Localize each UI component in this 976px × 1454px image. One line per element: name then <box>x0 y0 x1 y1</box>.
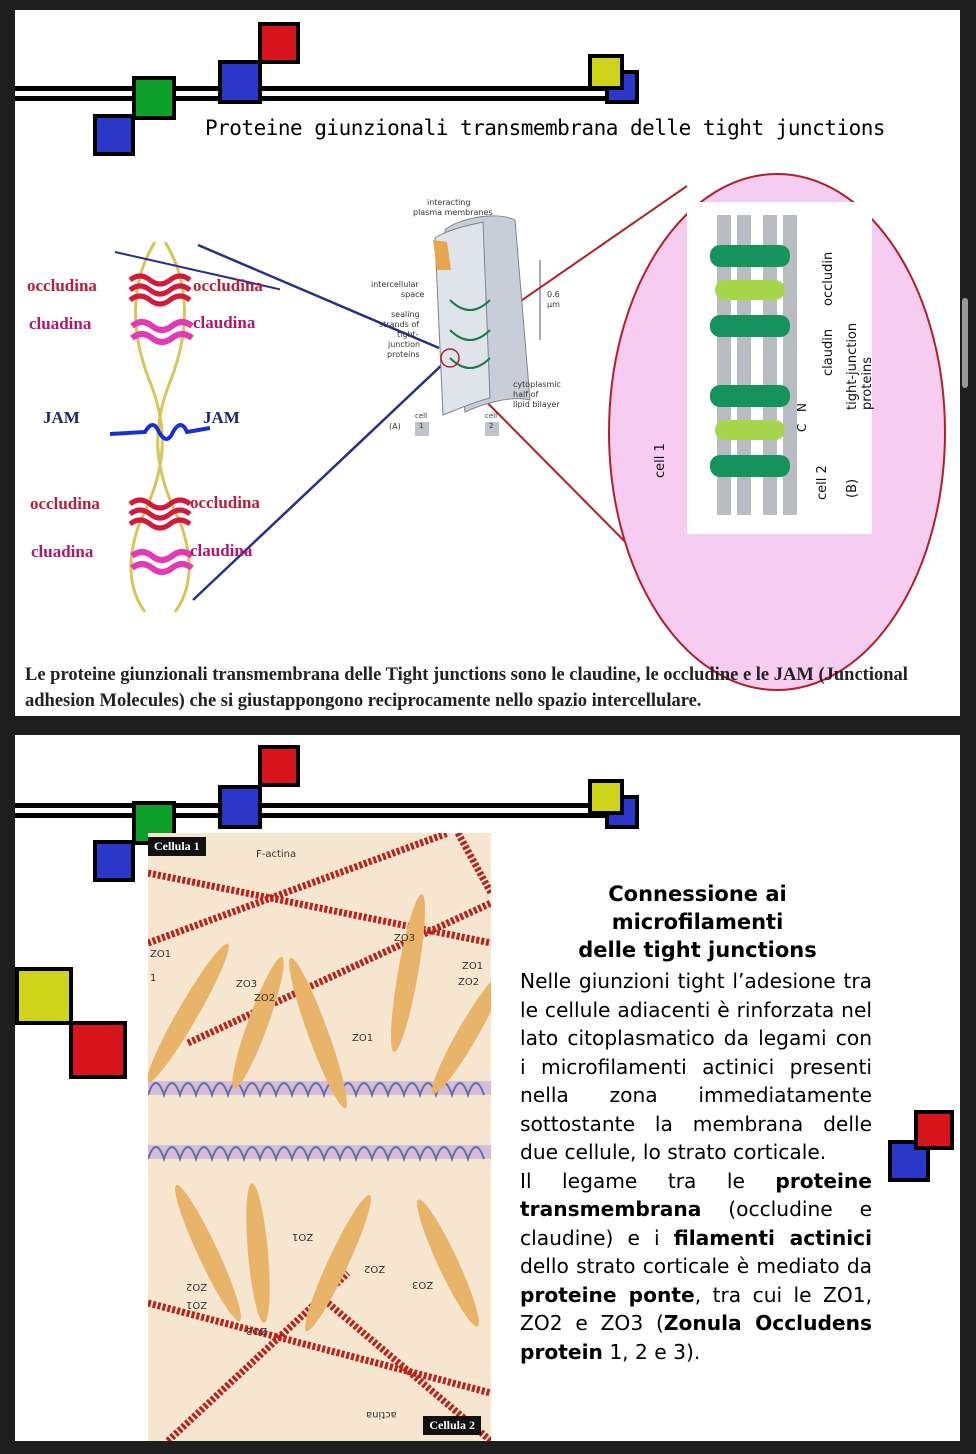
label-proteins: proteins <box>387 350 420 359</box>
left-label-occludina: occludina <box>27 276 97 295</box>
label-zo3: ZO3 <box>394 933 416 944</box>
label-half-of: half of <box>513 390 539 399</box>
header-rail-bottom <box>15 813 615 818</box>
slide-title: Connessione ai microfilamenti delle tigh… <box>520 880 875 964</box>
left-label-jam: JAM <box>43 408 80 427</box>
title-line-1: Connessione ai microfilamenti <box>608 882 787 934</box>
right-label-occludina: occludina <box>193 276 263 295</box>
blue-square <box>218 785 262 829</box>
label-tight: tight- <box>397 330 419 339</box>
text-run: (occludine e claudine) e i <box>520 1197 872 1250</box>
paragraph-2: Il legame tra le proteine transmembrana … <box>520 1167 872 1367</box>
label-f-actina: F-actina <box>256 849 297 860</box>
blue-square <box>93 840 135 882</box>
label-zo2: ZO2 <box>254 993 276 1004</box>
paragraph-1: Nelle giunzioni tight l’adesione tra le … <box>520 969 872 1164</box>
label-zo1-flipped: ZO1 <box>186 1299 208 1310</box>
label-cell-1-b: cell 1 <box>653 443 668 478</box>
right-label-claudina: claudina <box>193 313 256 332</box>
label-cellula-1: Cellula 1 <box>148 837 206 856</box>
label-zo2-flipped: ZO2 <box>364 1263 386 1274</box>
label-cellula-2: Cellula 2 <box>423 1416 481 1435</box>
bold-run: filamenti actinici <box>673 1225 873 1250</box>
label-intercellular: intercellular <box>371 280 419 289</box>
label-strands-of: strands of <box>379 320 420 329</box>
text-run: 1, 2 e 3). <box>602 1339 701 1364</box>
red-square <box>69 1021 127 1079</box>
tight-junction-illustration: Cellula 1 Cellula 2 F-actina actina ZO1 … <box>148 833 491 1441</box>
label-zo1: ZO1 <box>462 961 484 972</box>
junction-schematic <box>110 242 280 612</box>
label-junction: junction <box>388 340 421 349</box>
slide-tight-junction-proteins: Proteine giunzionali transmembrana delle… <box>15 10 960 716</box>
bold-run: Zonula Occludens protein <box>520 1311 872 1364</box>
label-zo3-flipped: ZO3 <box>246 1325 268 1336</box>
slide-caption: Le proteine giunzionali transmembrana de… <box>25 665 908 711</box>
left-label-claudina: cluadina <box>31 542 94 561</box>
label-zo3: ZO3 <box>236 979 258 990</box>
bold-run: proteine transmembrana <box>520 1168 872 1222</box>
red-square <box>258 745 300 787</box>
actin-filaments <box>148 833 491 1441</box>
scrollbar-thumb[interactable] <box>962 298 968 388</box>
label-zo1: ZO1 <box>352 1033 374 1044</box>
label-cell2-a: cell <box>485 412 498 420</box>
slide-title: Proteine giunzionali transmembrana delle… <box>205 116 886 140</box>
text-run: , tra cui le ZO1, ZO2 e ZO3 ( <box>520 1282 872 1336</box>
label-cell-2-b: cell 2 <box>815 465 830 500</box>
red-square <box>914 1110 954 1150</box>
left-label-claudina: cluadina <box>29 314 92 333</box>
label-zo2-flipped: ZO2 <box>186 1281 208 1292</box>
label-zo1: ZO1 <box>150 949 172 960</box>
slide-microfilament-connection: Cellula 1 Cellula 2 F-actina actina ZO1 … <box>15 735 960 1441</box>
magnified-circle <box>608 173 946 691</box>
label-cell2-b: 2 <box>489 422 494 430</box>
text-run: Il legame tra le <box>520 1168 776 1193</box>
label-c: C <box>795 423 809 432</box>
yellow-square <box>588 779 624 815</box>
label-unit: µm <box>547 300 560 309</box>
blue-square <box>218 60 262 104</box>
label-actina-flipped: actina <box>366 1409 397 1420</box>
label-one: 1 <box>150 973 157 984</box>
header-rail-top <box>15 86 615 91</box>
right-label-jam: JAM <box>203 408 240 427</box>
membrane-diagram-a <box>415 215 541 436</box>
label-zo1-flipped: ZO1 <box>292 1231 314 1242</box>
label-claudin: claudin <box>821 328 836 376</box>
yellow-square <box>588 54 624 90</box>
label-lipid-bilayer: lipid bilayer <box>513 400 560 409</box>
slide-body-text: Nelle giunzioni tight l’adesione tra le … <box>520 967 872 1366</box>
label-zo2: ZO2 <box>458 977 480 988</box>
bold-run: proteine ponte <box>520 1282 695 1307</box>
header-rail-bottom <box>15 96 615 101</box>
text-run: dello strato corticale è mediato da <box>520 1254 872 1278</box>
label-n: N <box>795 403 809 412</box>
label-occludin: occludin <box>821 251 836 306</box>
label-sealing: sealing <box>391 310 420 319</box>
right-label-claudina: claudina <box>190 541 253 560</box>
label-size: 0.6 <box>547 290 560 299</box>
label-panel-a: (A) <box>389 422 401 431</box>
red-square <box>258 22 300 64</box>
title-line-2: delle tight junctions <box>578 938 817 962</box>
left-label-occludina: occludina <box>30 494 100 513</box>
label-plasma-membranes: plasma membranes <box>413 208 493 217</box>
label-zo3-flipped: ZO3 <box>412 1279 434 1290</box>
yellow-square <box>15 967 73 1025</box>
green-square <box>132 76 176 120</box>
label-cell1-b: 1 <box>419 422 424 430</box>
blue-square <box>93 114 135 156</box>
right-label-occludina: occludina <box>190 493 260 512</box>
label-tight-junction-proteins: tight-junction proteins <box>845 322 875 410</box>
header-rail-top <box>15 803 615 808</box>
label-cell1-a: cell <box>415 412 428 420</box>
label-interacting: interacting <box>427 198 471 207</box>
label-panel-b: (B) <box>845 478 860 498</box>
label-cytoplasmic: cytoplasmic <box>513 380 561 389</box>
label-space: space <box>401 290 425 299</box>
